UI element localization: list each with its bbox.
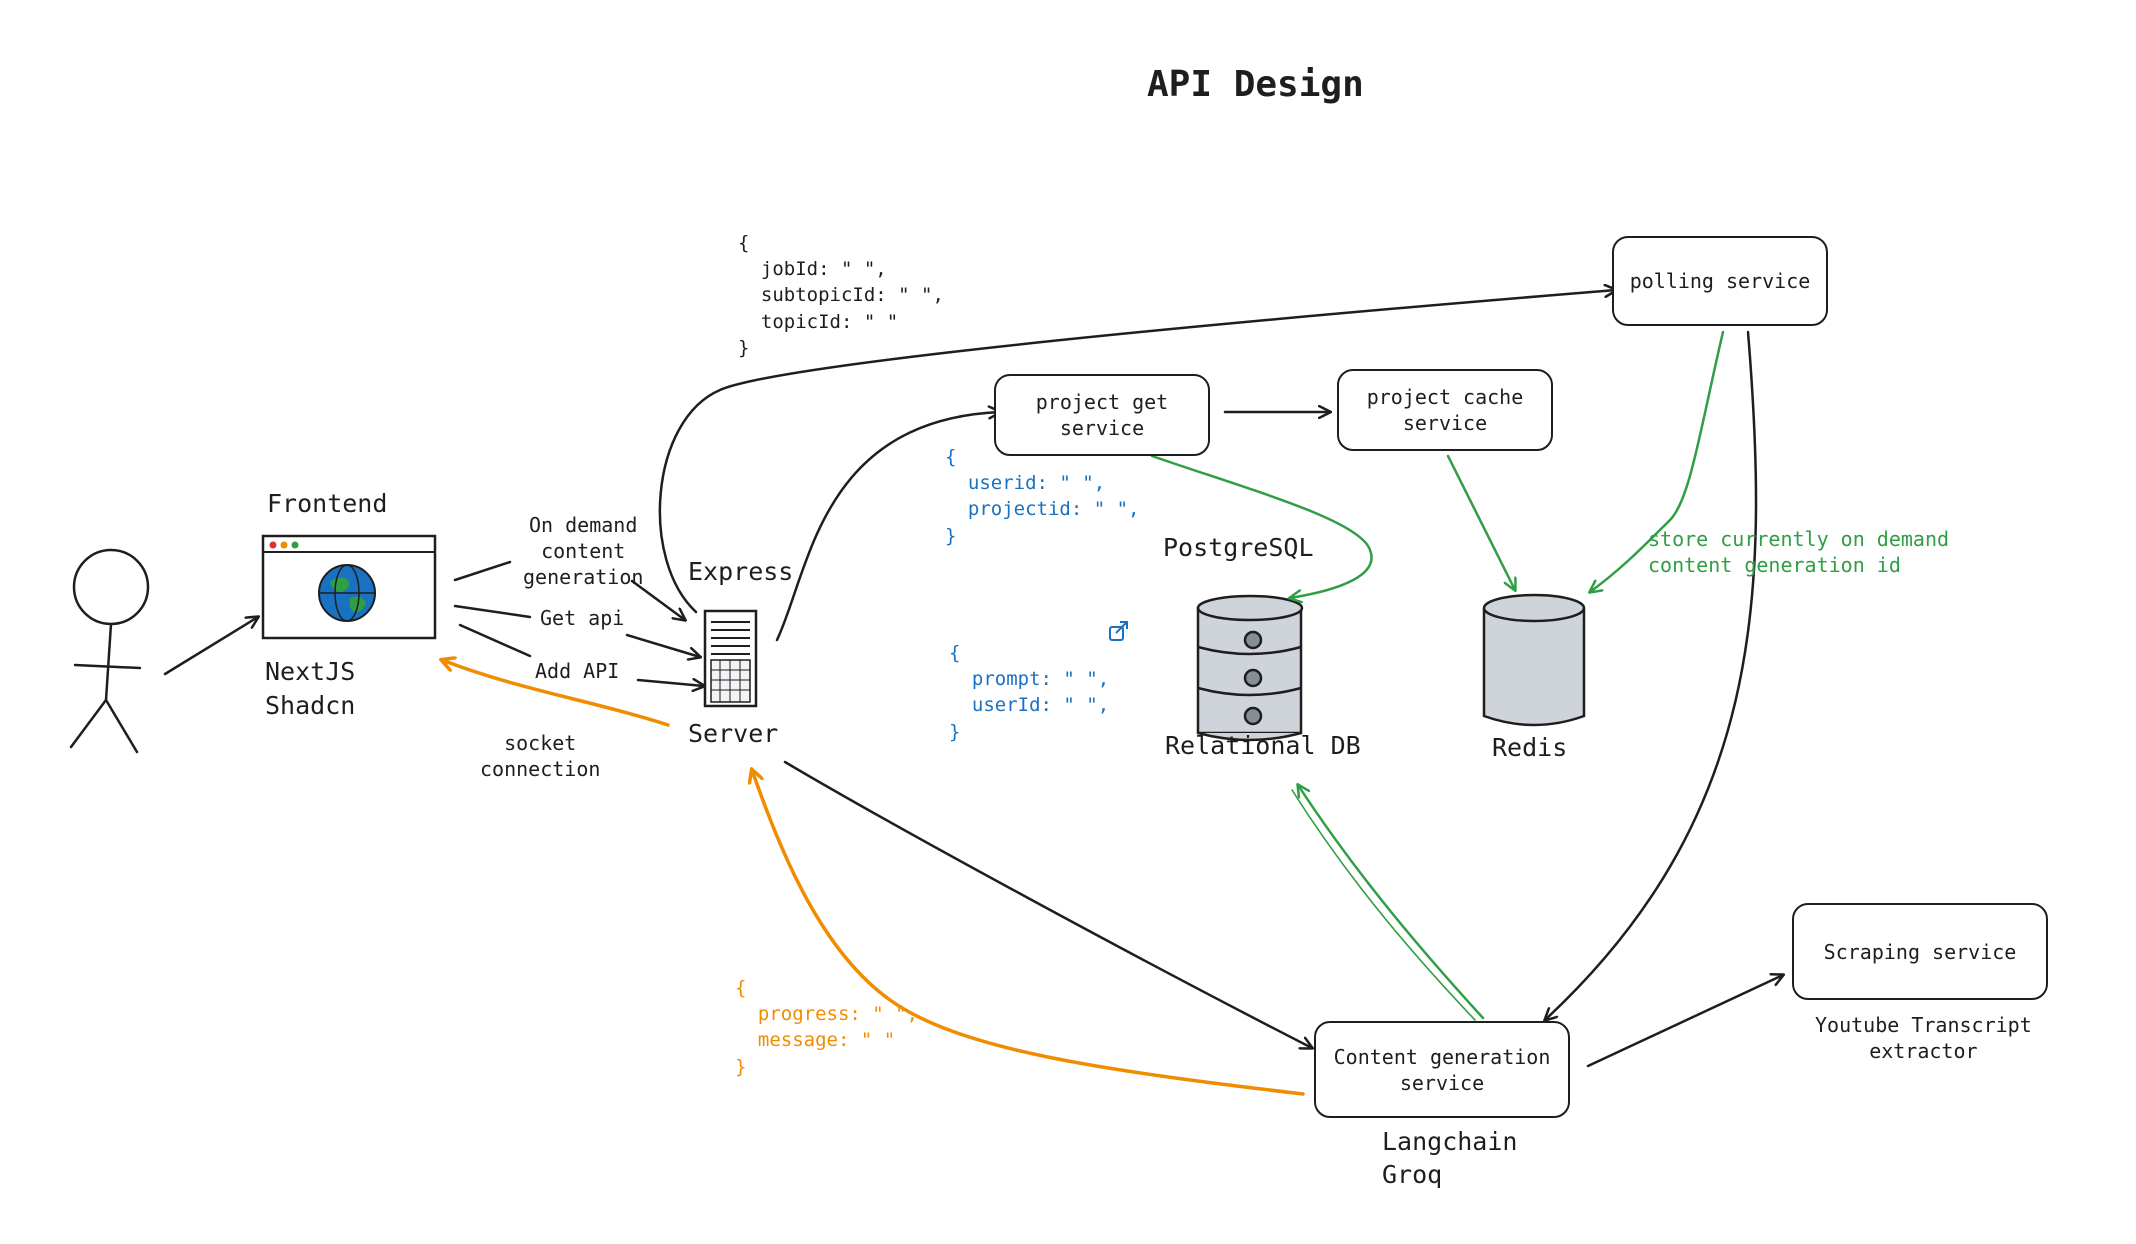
arrow-polling-to-content-gen xyxy=(1545,330,1758,1020)
project-cache-service-box[interactable]: project cache service xyxy=(1337,369,1553,451)
content-generation-service-box[interactable]: Content generation service xyxy=(1314,1021,1570,1118)
postgres-heading: PostgreSQL xyxy=(1163,533,1314,562)
arrow-server-to-project-get xyxy=(775,412,1000,642)
content-gen-caption: Langchain Groq xyxy=(1382,1127,1518,1189)
label-get-api: Get api xyxy=(540,606,625,630)
payload-job: { jobId: " ", subtopicId: " ", topicId: … xyxy=(738,232,944,359)
page-title: API Design xyxy=(1147,64,1364,105)
arrow-server-to-content-gen xyxy=(783,760,1312,1048)
store-note: store currently on demand content genera… xyxy=(1648,527,1950,577)
scraping-service-box[interactable]: Scraping service xyxy=(1792,903,2048,1000)
arrow-user-to-frontend xyxy=(163,617,258,676)
globe-icon xyxy=(318,564,376,622)
arrow-get-api xyxy=(453,604,700,657)
frontend-tech-shadcn: Shadcn xyxy=(265,691,356,720)
server-label: Server xyxy=(688,719,779,748)
payload-project: { userid: " ", projectid: " ", } xyxy=(945,446,1140,547)
server-icon xyxy=(703,609,758,708)
project-get-service-box[interactable]: project get service xyxy=(994,374,1210,456)
arrow-polling-to-redis xyxy=(1590,330,1725,592)
redis-cylinder-icon xyxy=(1482,593,1586,727)
relational-db-label: Relational DB xyxy=(1165,731,1361,760)
arrow-cache-to-redis xyxy=(1446,454,1515,590)
external-link-icon xyxy=(1109,621,1128,641)
label-socket-connection: socket connection xyxy=(480,731,601,781)
scraping-caption: Youtube Transcript extractor xyxy=(1815,1013,2032,1063)
arrow-content-gen-to-scraping xyxy=(1586,975,1783,1068)
frontend-tech-nextjs: NextJS xyxy=(265,657,356,686)
frontend-heading: Frontend xyxy=(267,489,388,518)
arrow-socket-connection xyxy=(442,660,670,727)
payload-prompt: { prompt: " ", userId: " ", } xyxy=(949,642,1110,743)
arrow-content-gen-to-postgres xyxy=(1298,785,1485,1020)
redis-label: Redis xyxy=(1492,733,1568,762)
arrow-project-get-to-postgres xyxy=(1150,454,1373,598)
payload-progress: { progress: " ", message: " " } xyxy=(735,977,919,1078)
arrow-progress-update xyxy=(752,770,1305,1096)
label-on-demand: On demand content generation xyxy=(523,513,644,589)
browser-window-icon xyxy=(261,534,437,640)
relational-db-icon xyxy=(1196,594,1304,742)
label-add-api: Add API xyxy=(535,659,620,683)
polling-service-box[interactable]: polling service xyxy=(1612,236,1828,326)
server-heading: Express xyxy=(688,557,794,586)
user-figure xyxy=(69,548,150,754)
arrow-add-api xyxy=(458,623,704,686)
arrow-server-to-polling xyxy=(658,290,1616,614)
arrow-on-demand xyxy=(453,560,685,620)
